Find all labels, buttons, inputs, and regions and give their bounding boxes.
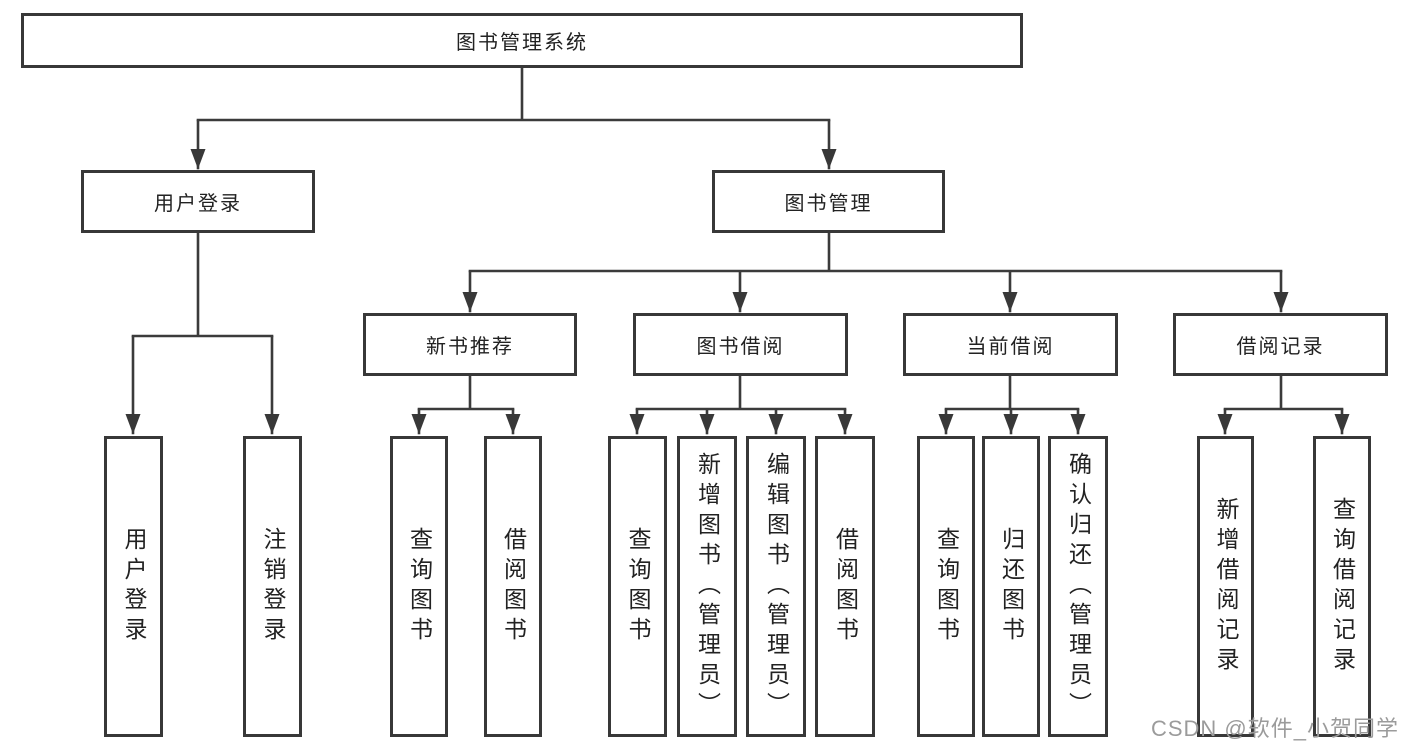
leaf-borrow-books-label: 借阅图书 — [832, 526, 859, 647]
leaf-confirm-return-admin: 确认归还（管理员） — [1048, 436, 1108, 737]
leaf-return-books: 归还图书 — [982, 436, 1040, 737]
node-user-login: 用户登录 — [81, 170, 315, 233]
node-root-label: 图书管理系统 — [456, 32, 588, 54]
leaf-borrow-books: 借阅图书 — [815, 436, 875, 737]
node-borrow-records-label: 借阅记录 — [1236, 336, 1325, 358]
node-new-book-recommend: 新书推荐 — [363, 313, 577, 376]
connector-current-borrow-branch — [944, 374, 1080, 411]
leaf-query-books-recommend-label: 查询图书 — [406, 526, 433, 647]
node-book-management-label: 图书管理 — [784, 193, 873, 215]
leaf-add-borrow-record-label: 新增借阅记录 — [1213, 496, 1239, 677]
node-root: 图书管理系统 — [21, 13, 1023, 68]
connector-new-book-branch — [417, 374, 515, 411]
connector-book-management-branch — [468, 231, 1283, 273]
node-user-login-label: 用户登录 — [154, 193, 242, 215]
leaf-confirm-return-admin-label: 确认归还（管理员） — [1065, 451, 1092, 722]
leaf-query-books-borrow-label: 查询图书 — [625, 526, 651, 647]
leaf-return-books-label: 归还图书 — [998, 526, 1025, 647]
leaf-borrow-books-recommend: 借阅图书 — [484, 436, 542, 737]
connector-root-branch — [196, 66, 831, 122]
node-current-borrow-label: 当前借阅 — [966, 336, 1055, 358]
leaf-add-book-admin-label: 新增图书（管理员） — [694, 451, 721, 722]
node-book-borrow: 图书借阅 — [633, 313, 848, 376]
connector-book-borrow-branch — [635, 374, 847, 411]
leaf-query-books-borrow: 查询图书 — [608, 436, 667, 737]
leaf-add-book-admin: 新增图书（管理员） — [677, 436, 737, 737]
node-current-borrow: 当前借阅 — [903, 313, 1118, 376]
node-book-borrow-label: 图书借阅 — [696, 336, 785, 358]
node-book-management: 图书管理 — [712, 170, 945, 233]
node-new-book-recommend-label: 新书推荐 — [426, 336, 514, 358]
connector-user-login-branch — [131, 231, 274, 338]
leaf-add-borrow-record: 新增借阅记录 — [1197, 436, 1254, 737]
leaf-query-books-current-label: 查询图书 — [933, 526, 960, 647]
node-borrow-records: 借阅记录 — [1173, 313, 1388, 376]
connector-borrow-records-branch — [1223, 374, 1344, 411]
leaf-query-borrow-record: 查询借阅记录 — [1313, 436, 1371, 737]
leaf-logout-label: 注销登录 — [260, 526, 286, 647]
leaf-user-login-label: 用户登录 — [121, 526, 147, 647]
leaf-query-books-recommend: 查询图书 — [390, 436, 448, 737]
watermark: CSDN @软件_小贺同学 — [1150, 716, 1399, 741]
leaf-edit-book-admin-label: 编辑图书（管理员） — [763, 451, 790, 722]
leaf-query-books-current: 查询图书 — [917, 436, 975, 737]
leaf-user-login: 用户登录 — [104, 436, 163, 737]
leaf-logout: 注销登录 — [243, 436, 302, 737]
leaf-borrow-books-recommend-label: 借阅图书 — [500, 526, 527, 647]
leaf-edit-book-admin: 编辑图书（管理员） — [746, 436, 806, 737]
leaf-query-borrow-record-label: 查询借阅记录 — [1329, 496, 1356, 677]
